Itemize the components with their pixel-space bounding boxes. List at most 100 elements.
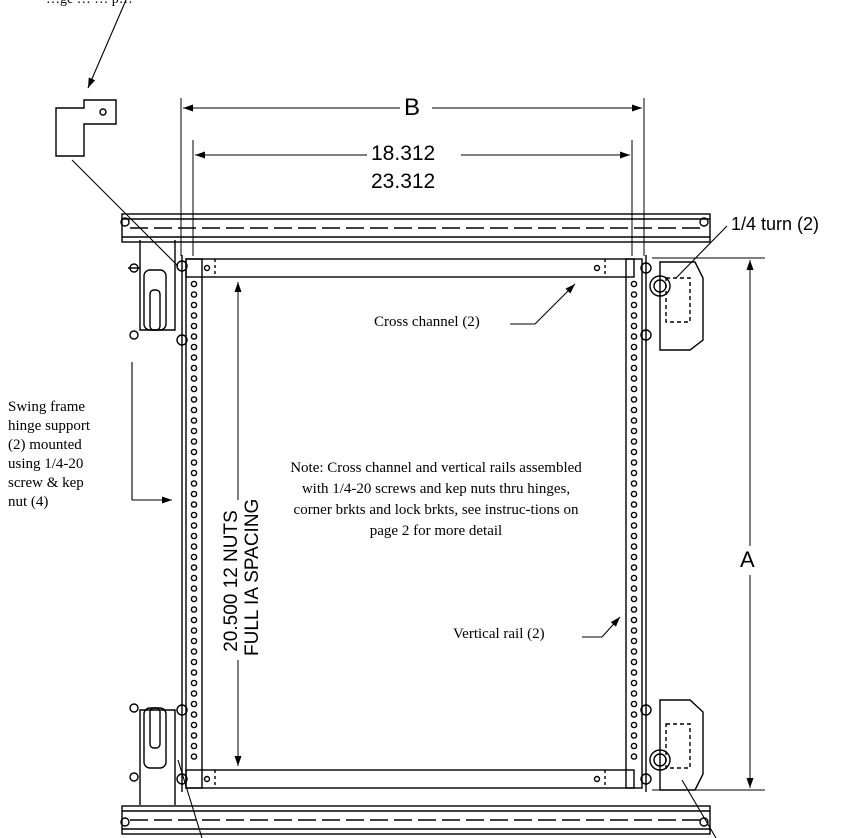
rail-hole — [630, 679, 638, 687]
dimension-a — [652, 257, 765, 791]
rail-hole — [190, 732, 198, 739]
dimension-b-label: B — [404, 94, 421, 121]
rail-hole — [630, 438, 638, 445]
rail-hole — [630, 690, 638, 697]
rail-hole — [630, 291, 638, 298]
hinge-detail-bracket — [55, 99, 117, 157]
rail-hole — [630, 553, 638, 561]
rail-hole — [630, 637, 638, 645]
rail-hole — [190, 322, 198, 330]
header-fragment-text: …ge … … p… — [46, 0, 133, 8]
rail-hole — [630, 585, 638, 592]
swing-frame-line: using 1/4-20 — [8, 456, 84, 472]
rail-hole — [630, 375, 638, 382]
rail-hole — [630, 658, 638, 666]
rail-hole — [190, 595, 198, 603]
swing-frame-hinge-bottom — [120, 703, 188, 827]
rail-hole — [190, 427, 198, 435]
rail-hole — [190, 627, 198, 634]
rail-hole — [630, 333, 638, 340]
top-bar — [121, 213, 711, 243]
rail-hole — [190, 658, 198, 666]
leader-lines — [71, 0, 728, 838]
vertical-rail-label: Vertical rail (2) — [453, 626, 545, 642]
rail-hole — [630, 312, 638, 319]
rail-hole — [190, 543, 198, 550]
quarter-turn-latch-top — [640, 217, 709, 351]
rail-hole — [190, 438, 198, 445]
rail-hole — [630, 543, 638, 550]
rail-hole — [190, 354, 198, 361]
rail-hole — [630, 711, 638, 718]
quarter-turn-label: 1/4 turn (2) — [731, 214, 820, 234]
assembly-note: Note: Cross channel and vertical rails a… — [290, 460, 582, 539]
rail-hole — [190, 375, 198, 382]
rail-hole — [190, 669, 198, 676]
rail-hole — [630, 396, 638, 403]
rail-hole — [190, 469, 198, 477]
rail-hole — [190, 606, 198, 613]
rail-hole — [190, 721, 198, 729]
rail-hole — [630, 469, 638, 477]
rail-hole — [190, 679, 198, 687]
rail-hole — [630, 648, 638, 655]
rail-hole — [190, 532, 198, 540]
swing-frame-line: hinge support — [8, 418, 91, 434]
rail-hole — [630, 385, 638, 393]
rail-hole — [190, 637, 198, 645]
rail-hole — [190, 742, 198, 750]
rail-hole — [630, 532, 638, 540]
rail-hole — [190, 364, 198, 372]
cross-channel-top — [185, 258, 635, 278]
bottom-bar — [121, 805, 711, 835]
dimension-height-value: 20.500 12 NUTS — [221, 510, 242, 652]
rail-hole — [630, 574, 638, 582]
rail-hole — [630, 448, 638, 456]
rail-hole — [190, 301, 198, 309]
rail-hole — [190, 700, 198, 708]
swing-frame-hinge-top — [120, 217, 188, 346]
rail-hole — [190, 501, 198, 508]
rail-hole — [630, 427, 638, 435]
swing-frame-line: nut (4) — [8, 494, 49, 510]
rail-hole — [630, 606, 638, 613]
dimension-height-label: 20.500 12 NUTS FULL IA SPACING — [221, 498, 264, 656]
rail-hole — [630, 501, 638, 508]
rail-hole — [190, 648, 198, 655]
dimension-b — [180, 98, 645, 256]
rail-hole — [190, 291, 198, 298]
rail-hole — [630, 480, 638, 487]
rail-hole — [190, 385, 198, 393]
swing-frame-line: (2) mounted — [8, 437, 82, 453]
rail-hole — [190, 753, 198, 760]
rail-hole — [630, 742, 638, 750]
rail-hole — [190, 480, 198, 487]
rail-hole — [630, 490, 638, 498]
dimension-height-spacing: FULL IA SPACING — [241, 498, 263, 656]
rail-hole — [190, 396, 198, 403]
rail-hole — [190, 574, 198, 582]
rail-hole — [630, 354, 638, 361]
cross-channel-label: Cross channel (2) — [374, 314, 480, 330]
rail-hole — [630, 322, 638, 330]
rail-hole — [190, 690, 198, 697]
swing-frame-callout: Swing frame hinge support (2) mounted us… — [8, 398, 90, 512]
rail-hole — [630, 511, 638, 519]
dimension-width-value-1: 18.312 — [371, 142, 436, 165]
rail-hole — [190, 448, 198, 456]
rail-hole — [630, 564, 638, 571]
swing-frame-line: screw & kep — [8, 475, 84, 491]
rail-hole — [190, 616, 198, 624]
rail-hole — [190, 511, 198, 519]
rail-hole — [190, 343, 198, 351]
rail-hole — [190, 280, 198, 288]
rail-hole — [190, 406, 198, 414]
rail-hole — [630, 595, 638, 603]
vertical-rail-right — [625, 255, 647, 792]
dimension-width — [192, 140, 633, 256]
rail-hole — [190, 711, 198, 718]
rail-hole — [190, 522, 198, 529]
rail-hole — [630, 301, 638, 309]
rail-hole — [630, 406, 638, 414]
